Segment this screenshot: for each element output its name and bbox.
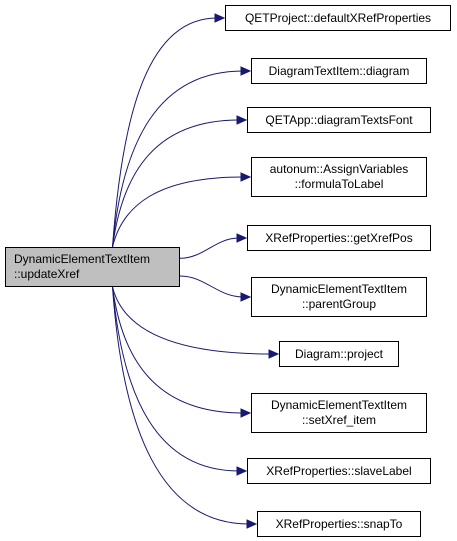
arrowhead — [214, 13, 226, 23]
call-edge — [112, 17, 218, 248]
call-edge — [179, 237, 240, 259]
node-setxref-item[interactable]: DynamicElementTextItem ::setXref_item — [251, 393, 427, 433]
arrowhead — [240, 66, 252, 76]
call-edge — [112, 286, 244, 414]
node-parentgroup[interactable]: DynamicElementTextItem ::parentGroup — [251, 277, 427, 317]
arrowhead — [240, 172, 252, 182]
arrowhead — [240, 292, 252, 302]
call-edge — [112, 119, 240, 248]
arrowhead — [246, 519, 258, 529]
node-formulatolabel[interactable]: autonum::AssignVariables ::formulaToLabe… — [251, 157, 427, 197]
node-updatexref[interactable]: DynamicElementTextItem ::updateXref — [5, 247, 180, 287]
call-edge — [179, 275, 244, 298]
call-edge — [112, 176, 244, 248]
node-slavelabel[interactable]: XRefProperties::slaveLabel — [247, 458, 431, 484]
arrowhead — [236, 466, 248, 476]
node-getxrefpos[interactable]: XRefProperties::getXrefPos — [247, 225, 431, 251]
node-defaultxrefproperties[interactable]: QETProject::defaultXRefProperties — [225, 5, 451, 31]
node-diagram-project[interactable]: Diagram::project — [279, 341, 399, 367]
arrowhead — [236, 233, 248, 243]
arrowhead — [268, 349, 280, 359]
node-diagramtextsfont[interactable]: QETApp::diagramTextsFont — [247, 107, 431, 133]
node-snapto[interactable]: XRefProperties::snapTo — [257, 511, 421, 537]
call-edge — [112, 286, 250, 525]
arrowhead — [240, 408, 252, 418]
arrowhead — [236, 115, 248, 125]
node-diagramtextitem-diagram[interactable]: DiagramTextItem::diagram — [251, 58, 427, 84]
call-edge — [112, 286, 272, 355]
call-edge — [112, 286, 240, 472]
call-edge — [112, 70, 244, 248]
